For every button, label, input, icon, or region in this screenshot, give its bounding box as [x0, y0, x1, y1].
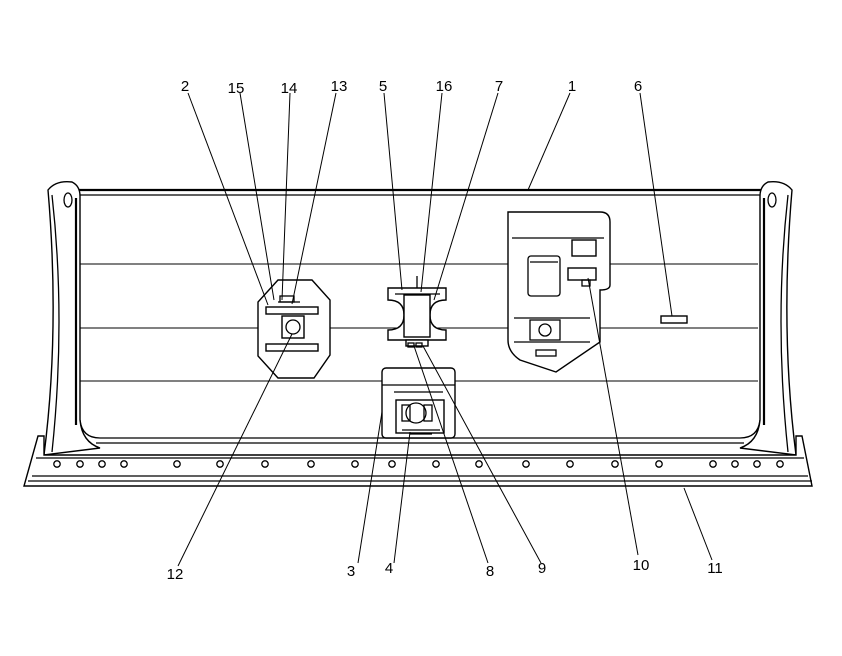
callout-14: 14 — [281, 80, 298, 97]
callout-3: 3 — [347, 563, 355, 580]
callout-4: 4 — [385, 560, 393, 577]
callout-2: 2 — [181, 78, 189, 95]
callout-11: 11 — [707, 560, 723, 577]
left-end-plate — [43, 180, 101, 456]
callout-15: 15 — [228, 80, 245, 97]
callout-10: 10 — [633, 557, 650, 574]
callout-8: 8 — [486, 563, 494, 580]
edge-bolts — [53, 460, 784, 468]
left-lift-bracket — [257, 279, 331, 379]
cutting-edge — [23, 435, 813, 487]
callout-7: 7 — [495, 78, 503, 95]
callout-9: 9 — [538, 560, 546, 577]
bottom-center-bracket — [381, 367, 456, 439]
callout-13: 13 — [331, 78, 348, 95]
plate-item-6 — [660, 315, 688, 324]
callout-1: 1 — [568, 78, 576, 95]
right-tilt-bracket — [507, 211, 611, 373]
callout-12: 12 — [167, 566, 184, 583]
center-push-bracket — [387, 276, 447, 348]
callout-5: 5 — [379, 78, 387, 95]
callout-6: 6 — [634, 78, 642, 95]
right-end-plate — [739, 180, 797, 456]
callout-labels: 1 2 3 4 5 6 7 8 9 10 11 12 13 14 15 16 — [167, 78, 723, 583]
leader-lines — [177, 92, 713, 567]
callout-16: 16 — [436, 78, 453, 95]
